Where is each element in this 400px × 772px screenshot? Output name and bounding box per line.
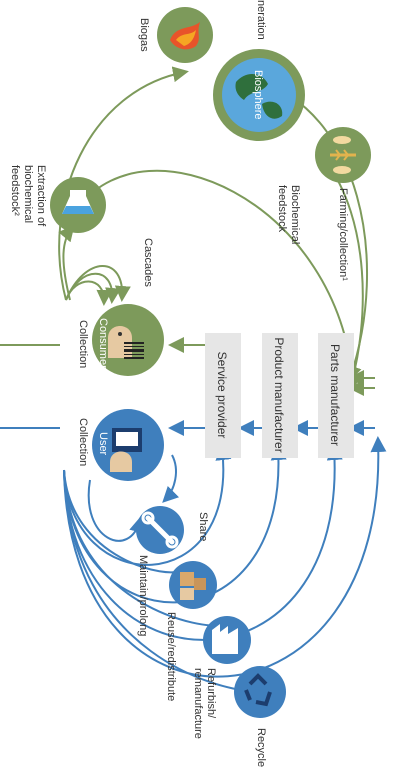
share-node <box>136 506 184 554</box>
flame-icon <box>170 22 200 50</box>
svg-text:Consumer: Consumer <box>97 318 109 369</box>
farming-node <box>315 127 371 183</box>
svg-text:Extraction of: Extraction of <box>35 165 47 227</box>
fish-wheat-icon <box>330 136 356 174</box>
person-barcode-icon <box>108 326 144 359</box>
biogas-label: Biogas <box>138 18 150 52</box>
maintain-label: Maintain/prolong <box>137 555 149 636</box>
product-manufacturer-box: Product manufacturer <box>262 333 298 458</box>
reuse-label: Reuse/redistribute <box>165 612 177 701</box>
recycle-arrows-icon <box>244 673 272 707</box>
farming-label: Farming/collection¹ <box>337 188 349 281</box>
technical-cycle-arrows <box>0 420 387 691</box>
collection-bio-label: Collection <box>77 320 89 368</box>
extraction-node <box>50 177 106 233</box>
share-label: Share <box>197 512 209 541</box>
svg-text:Product manufacturer: Product manufacturer <box>272 337 286 452</box>
cascades-label: Cascades <box>142 238 154 287</box>
service-provider-box: Service provider <box>205 333 241 458</box>
refurbish-label: Refurbish/ remanufacture <box>192 668 217 739</box>
svg-text:User: User <box>97 432 109 456</box>
regeneration-label: neration <box>255 0 267 40</box>
flask-icon <box>62 190 94 214</box>
person-monitor-icon <box>110 428 142 472</box>
extraction-label: Extraction of biochemical feedstock² <box>9 165 47 227</box>
recycle-node <box>234 666 286 718</box>
biochemical-feedstock-label: Biochemical feedstock <box>276 185 301 244</box>
boxes-icon <box>180 572 206 600</box>
collection-tech-label: Collection <box>77 418 89 466</box>
svg-text:Biosphere: Biosphere <box>252 70 264 120</box>
biogas-node <box>157 7 213 63</box>
svg-text:feedstock²: feedstock² <box>9 165 21 216</box>
svg-text:remanufacture: remanufacture <box>192 668 204 739</box>
svg-text:Parts manufacturer: Parts manufacturer <box>328 344 342 446</box>
refurbish-node <box>203 616 251 664</box>
svg-text:Biochemical: Biochemical <box>289 185 301 244</box>
consumer-node: Consumer <box>92 304 164 376</box>
factory-icon <box>212 624 238 654</box>
svg-text:Service provider: Service provider <box>215 352 229 439</box>
svg-text:Refurbish/: Refurbish/ <box>205 668 217 719</box>
svg-text:biochemical: biochemical <box>22 165 34 223</box>
parts-manufacturer-box: Parts manufacturer <box>318 333 354 458</box>
reuse-node <box>169 561 217 609</box>
svg-text:feedstock: feedstock <box>276 185 288 233</box>
user-node: User <box>92 409 164 481</box>
biosphere-node: Biosphere <box>213 49 305 141</box>
wrench-icon <box>141 511 179 549</box>
recycle-label: Recycle <box>255 728 267 767</box>
